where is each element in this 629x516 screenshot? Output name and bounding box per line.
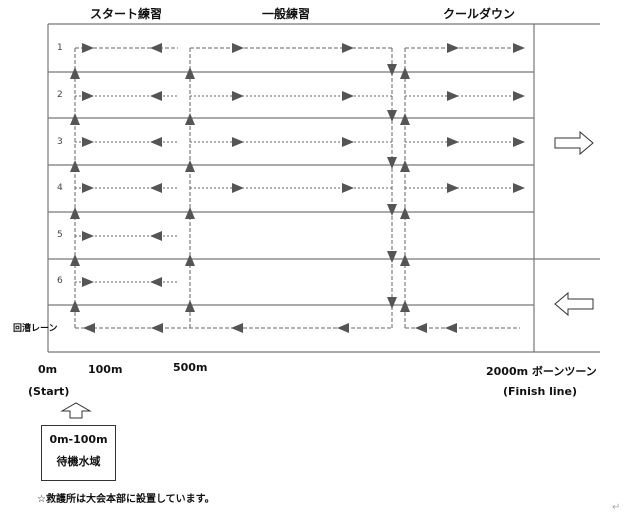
section-general-practice: 一般練習 [262,7,311,21]
lane-number: 3 [57,137,63,147]
arrow-left-icon [415,323,427,333]
arrow-right-icon [82,137,94,147]
arrow-left-icon [231,323,243,333]
arrow-right-icon [447,91,459,101]
arrow-up-icon [185,207,195,219]
direction-right-arrow-icon [554,130,594,156]
waiting-area-label: 待機水域 [56,455,101,468]
arrow-up-icon [70,160,80,172]
arrow-right-icon [82,91,94,101]
lane-number: 4 [57,183,63,193]
arrow-right-icon [342,43,354,53]
arrow-up-icon [185,254,195,266]
lane-number: 1 [57,43,63,53]
waiting-area-box: 0m-100m 待機水域 [41,425,116,481]
arrow-right-icon [232,43,244,53]
arrow-up-icon [70,67,80,79]
arrow-down-icon [387,204,397,216]
arrow-left-icon [150,137,162,147]
arrow-right-icon [447,137,459,147]
arrow-down-icon [387,157,397,169]
arrow-right-icon [82,231,94,241]
direction-left-arrow-icon [554,291,594,317]
arrow-right-icon [447,183,459,193]
arrow-up-icon [70,300,80,312]
arrow-left-icon [150,183,162,193]
arrow-up-icon [185,67,195,79]
arrow-right-icon [342,183,354,193]
arrow-up-icon [400,254,410,266]
lane-number: 6 [57,276,63,286]
arrow-left-icon [150,91,162,101]
arrow-left-icon [151,323,163,333]
arrow-up-icon [400,300,410,312]
marker-2000m: 2000m ボーンツーン [486,365,597,378]
finish-label: (Finish line) [503,385,577,398]
section-cooldown: クールダウン [443,7,516,21]
arrow-up-icon [400,67,410,79]
section-start-practice: スタート練習 [90,7,163,21]
arrow-left-icon [337,323,349,333]
arrow-right-icon [232,183,244,193]
arrow-up-icon [400,113,410,125]
arrow-up-icon [400,160,410,172]
marker-100m: 100m [88,363,123,376]
note-text: ☆救護所は大会本部に設置しています。 [37,494,215,505]
marker-0m: 0m [38,363,58,376]
arrow-right-icon [513,91,525,101]
arrow-left-icon [150,277,162,287]
arrow-left-icon [83,323,95,333]
arrow-right-icon [447,43,459,53]
arrow-up-icon [400,207,410,219]
arrow-right-icon [82,43,94,53]
lane-number: 5 [57,230,63,240]
arrow-right-icon [82,277,94,287]
arrow-left-icon [445,323,457,333]
arrow-up-icon [70,254,80,266]
arrow-up-icon [185,300,195,312]
arrow-up-icon [70,113,80,125]
lane-number: 2 [57,90,63,100]
arrow-left-icon [150,43,162,53]
arrow-right-icon [513,183,525,193]
arrow-down-icon [387,64,397,76]
marker-500m: 500m [173,361,208,374]
arrow-down-icon [387,251,397,263]
start-label: (Start) [28,385,70,398]
arrow-up-icon [70,207,80,219]
arrow-right-icon [342,91,354,101]
arrow-up-icon [185,113,195,125]
arrow-right-icon [82,183,94,193]
arrow-up-icon [185,160,195,172]
arrow-right-icon [513,137,525,147]
arrow-right-icon [513,43,525,53]
arrow-right-icon [232,91,244,101]
arrow-right-icon [342,137,354,147]
arrow-down-icon [387,110,397,122]
arrow-left-icon [150,231,162,241]
arrow-right-icon [232,137,244,147]
return-lane-label: 回漕レーン [13,324,58,334]
arrow-down-icon [387,297,397,309]
paragraph-mark: ↵ [612,502,621,513]
course-diagram [47,23,600,353]
waiting-area-range: 0m-100m [49,433,108,446]
